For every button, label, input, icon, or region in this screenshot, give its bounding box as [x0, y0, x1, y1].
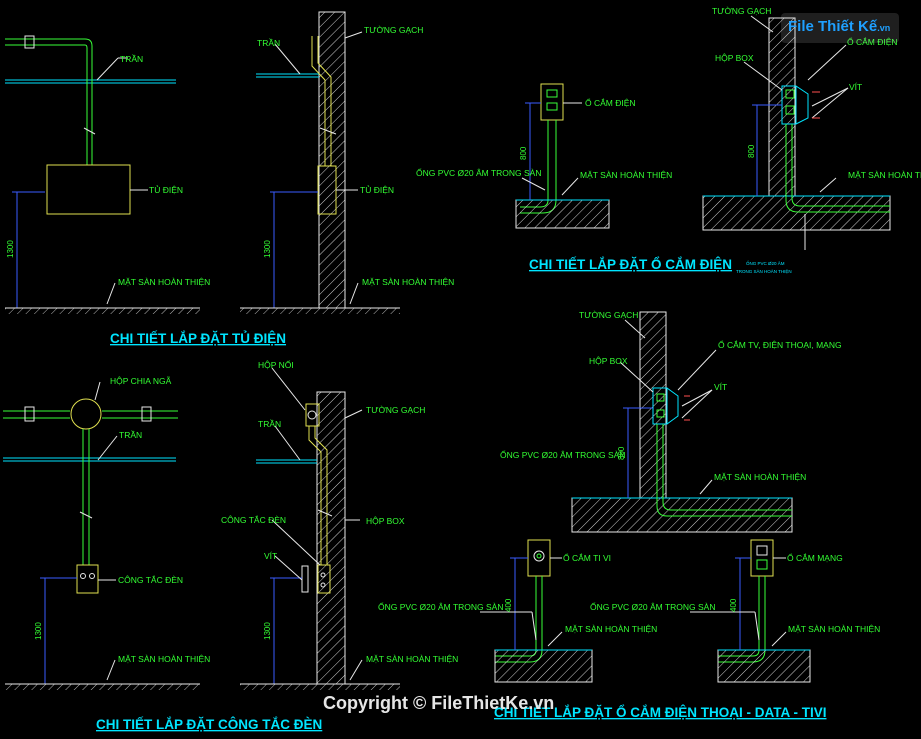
brand-logo-text: File Thiết Kế.vn [788, 18, 890, 35]
dim-800-4: 800 [747, 144, 756, 158]
panel-tu-dien-ceiling [5, 35, 200, 314]
panel-o-cam-front [515, 83, 610, 229]
label-mat-san-6: MẶT SÀN HOÀN THIỆN [366, 654, 458, 664]
label-hop-noi: HỘP NỐI [258, 359, 294, 370]
label-tu-dien-1: TỦ ĐIỆN [149, 184, 183, 195]
label-ong-pvc-7: ỐNG PVC Ø20 ÂM TRONG SÀN [500, 449, 625, 460]
tiny-note-1: ỐNG PVC Ø20 ÂM [746, 260, 785, 266]
panel-data-section [571, 311, 793, 533]
panel-cong-tac-section [240, 367, 400, 690]
copyright-watermark: Copyright © FileThietKe.vn [323, 693, 554, 713]
label-mat-san-2: MẶT SÀN HOÀN THIỆN [362, 277, 454, 287]
label-hop-box-6: HỘP BOX [366, 516, 405, 526]
panel-cong-tac-front [3, 381, 200, 690]
dim-800-7: 800 [617, 446, 626, 460]
panel-tivi-front [480, 539, 593, 683]
label-o-cam-tv: Ổ CẮM TV, ĐIỆN THOẠI, MẠNG [718, 339, 842, 350]
label-mat-san-8: MẶT SÀN HOÀN THIỆN [565, 624, 657, 634]
label-tuong-gach-7: TƯỜNG GẠCH [579, 310, 638, 320]
dim-1300-2: 1300 [263, 240, 272, 258]
title-data-tivi: CHI TIẾT LẮP ĐẶT Ổ CẮM ĐIỆN THOẠI - DATA… [494, 705, 826, 720]
label-tran-5: TRẦN [119, 430, 142, 440]
label-o-cam-tivi: Ổ CẮM TI VI [563, 552, 611, 563]
label-ong-pvc-8: ỐNG PVC Ø20 ÂM TRONG SÀN [378, 601, 503, 612]
label-tuong-gach-2: TƯỜNG GẠCH [364, 25, 423, 35]
label-vit-7: VÍT [714, 382, 727, 392]
label-vit-6: VÍT [264, 551, 277, 561]
dim-400-8: 400 [504, 598, 513, 612]
label-ong-pvc-3: ỐNG PVC Ø20 ÂM TRONG SÀN [416, 167, 541, 178]
label-vit-4: VÍT [849, 82, 862, 92]
dim-1300-6: 1300 [263, 622, 272, 640]
electrical-cabinet-front [46, 164, 131, 215]
label-o-cam-dien-3: Ổ CẮM ĐIỆN [585, 97, 636, 108]
label-ong-pvc-9: ỐNG PVC Ø20 ÂM TRONG SÀN [590, 601, 715, 612]
title-cong-tac: CHI TIẾT LẮP ĐẶT CÔNG TẮC ĐÈN [96, 717, 322, 732]
label-mat-san-5: MẶT SÀN HOÀN THIỆN [118, 654, 210, 664]
label-hop-box-7: HỘP BOX [589, 356, 628, 366]
brand-domain: .vn [877, 23, 891, 33]
label-cong-tac-den-6: CÔNG TẮC ĐÈN [221, 515, 286, 525]
label-cong-tac-den-5: CÔNG TẮC ĐÈN [118, 575, 183, 585]
label-tuong-gach-6: TƯỜNG GẠCH [366, 405, 425, 415]
brand-name: File Thiết Kế [788, 18, 878, 35]
label-mat-san-1: MẶT SÀN HOÀN THIỆN [118, 277, 210, 287]
title-o-cam: CHI TIẾT LẮP ĐẶT Ổ CẮM ĐIỆN [529, 257, 732, 272]
label-mat-san-7: MẶT SÀN HOÀN THIỆN [714, 472, 806, 482]
light-switch-front [76, 564, 99, 594]
label-o-cam-mang: Ổ CẮM MẠNG [787, 552, 843, 563]
junction-box [70, 398, 102, 430]
label-tuong-gach-4: TƯỜNG GẠCH [712, 6, 771, 16]
brand-logo [781, 13, 899, 43]
panel-o-cam-section [702, 15, 891, 250]
label-mat-san-9: MẶT SÀN HOÀN THIỆN [788, 624, 880, 634]
label-mat-san-3: MẶT SÀN HOÀN THIỆN [580, 170, 672, 180]
panel-tu-dien-section [240, 11, 400, 314]
tiny-note-2: TRONG SÀN HOÀN THIỆN [736, 267, 792, 274]
dim-800-3: 800 [519, 146, 528, 160]
label-o-cam-dien-4: Ổ CẮM ĐIỆN [847, 36, 898, 47]
title-tu-dien: CHI TIẾT LẮP ĐẶT TỦ ĐIỆN [110, 331, 286, 346]
label-hop-chia-nga: HỘP CHIA NGÃ [110, 376, 172, 386]
label-tran-1: TRẦN [120, 54, 143, 64]
label-tran-6: TRẦN [258, 419, 281, 429]
dim-400-9: 400 [729, 598, 738, 612]
dim-1300-5: 1300 [34, 622, 43, 640]
label-mat-san-4: MẶT SÀN HOÀN THIỆN [848, 170, 921, 180]
label-tran-2: TRẦN [257, 38, 280, 48]
dim-1300-1: 1300 [6, 240, 15, 258]
panel-mang-front [690, 539, 811, 683]
label-hop-box-4: HỘP BOX [715, 53, 754, 63]
label-tu-dien-2: TỦ ĐIỆN [360, 184, 394, 195]
